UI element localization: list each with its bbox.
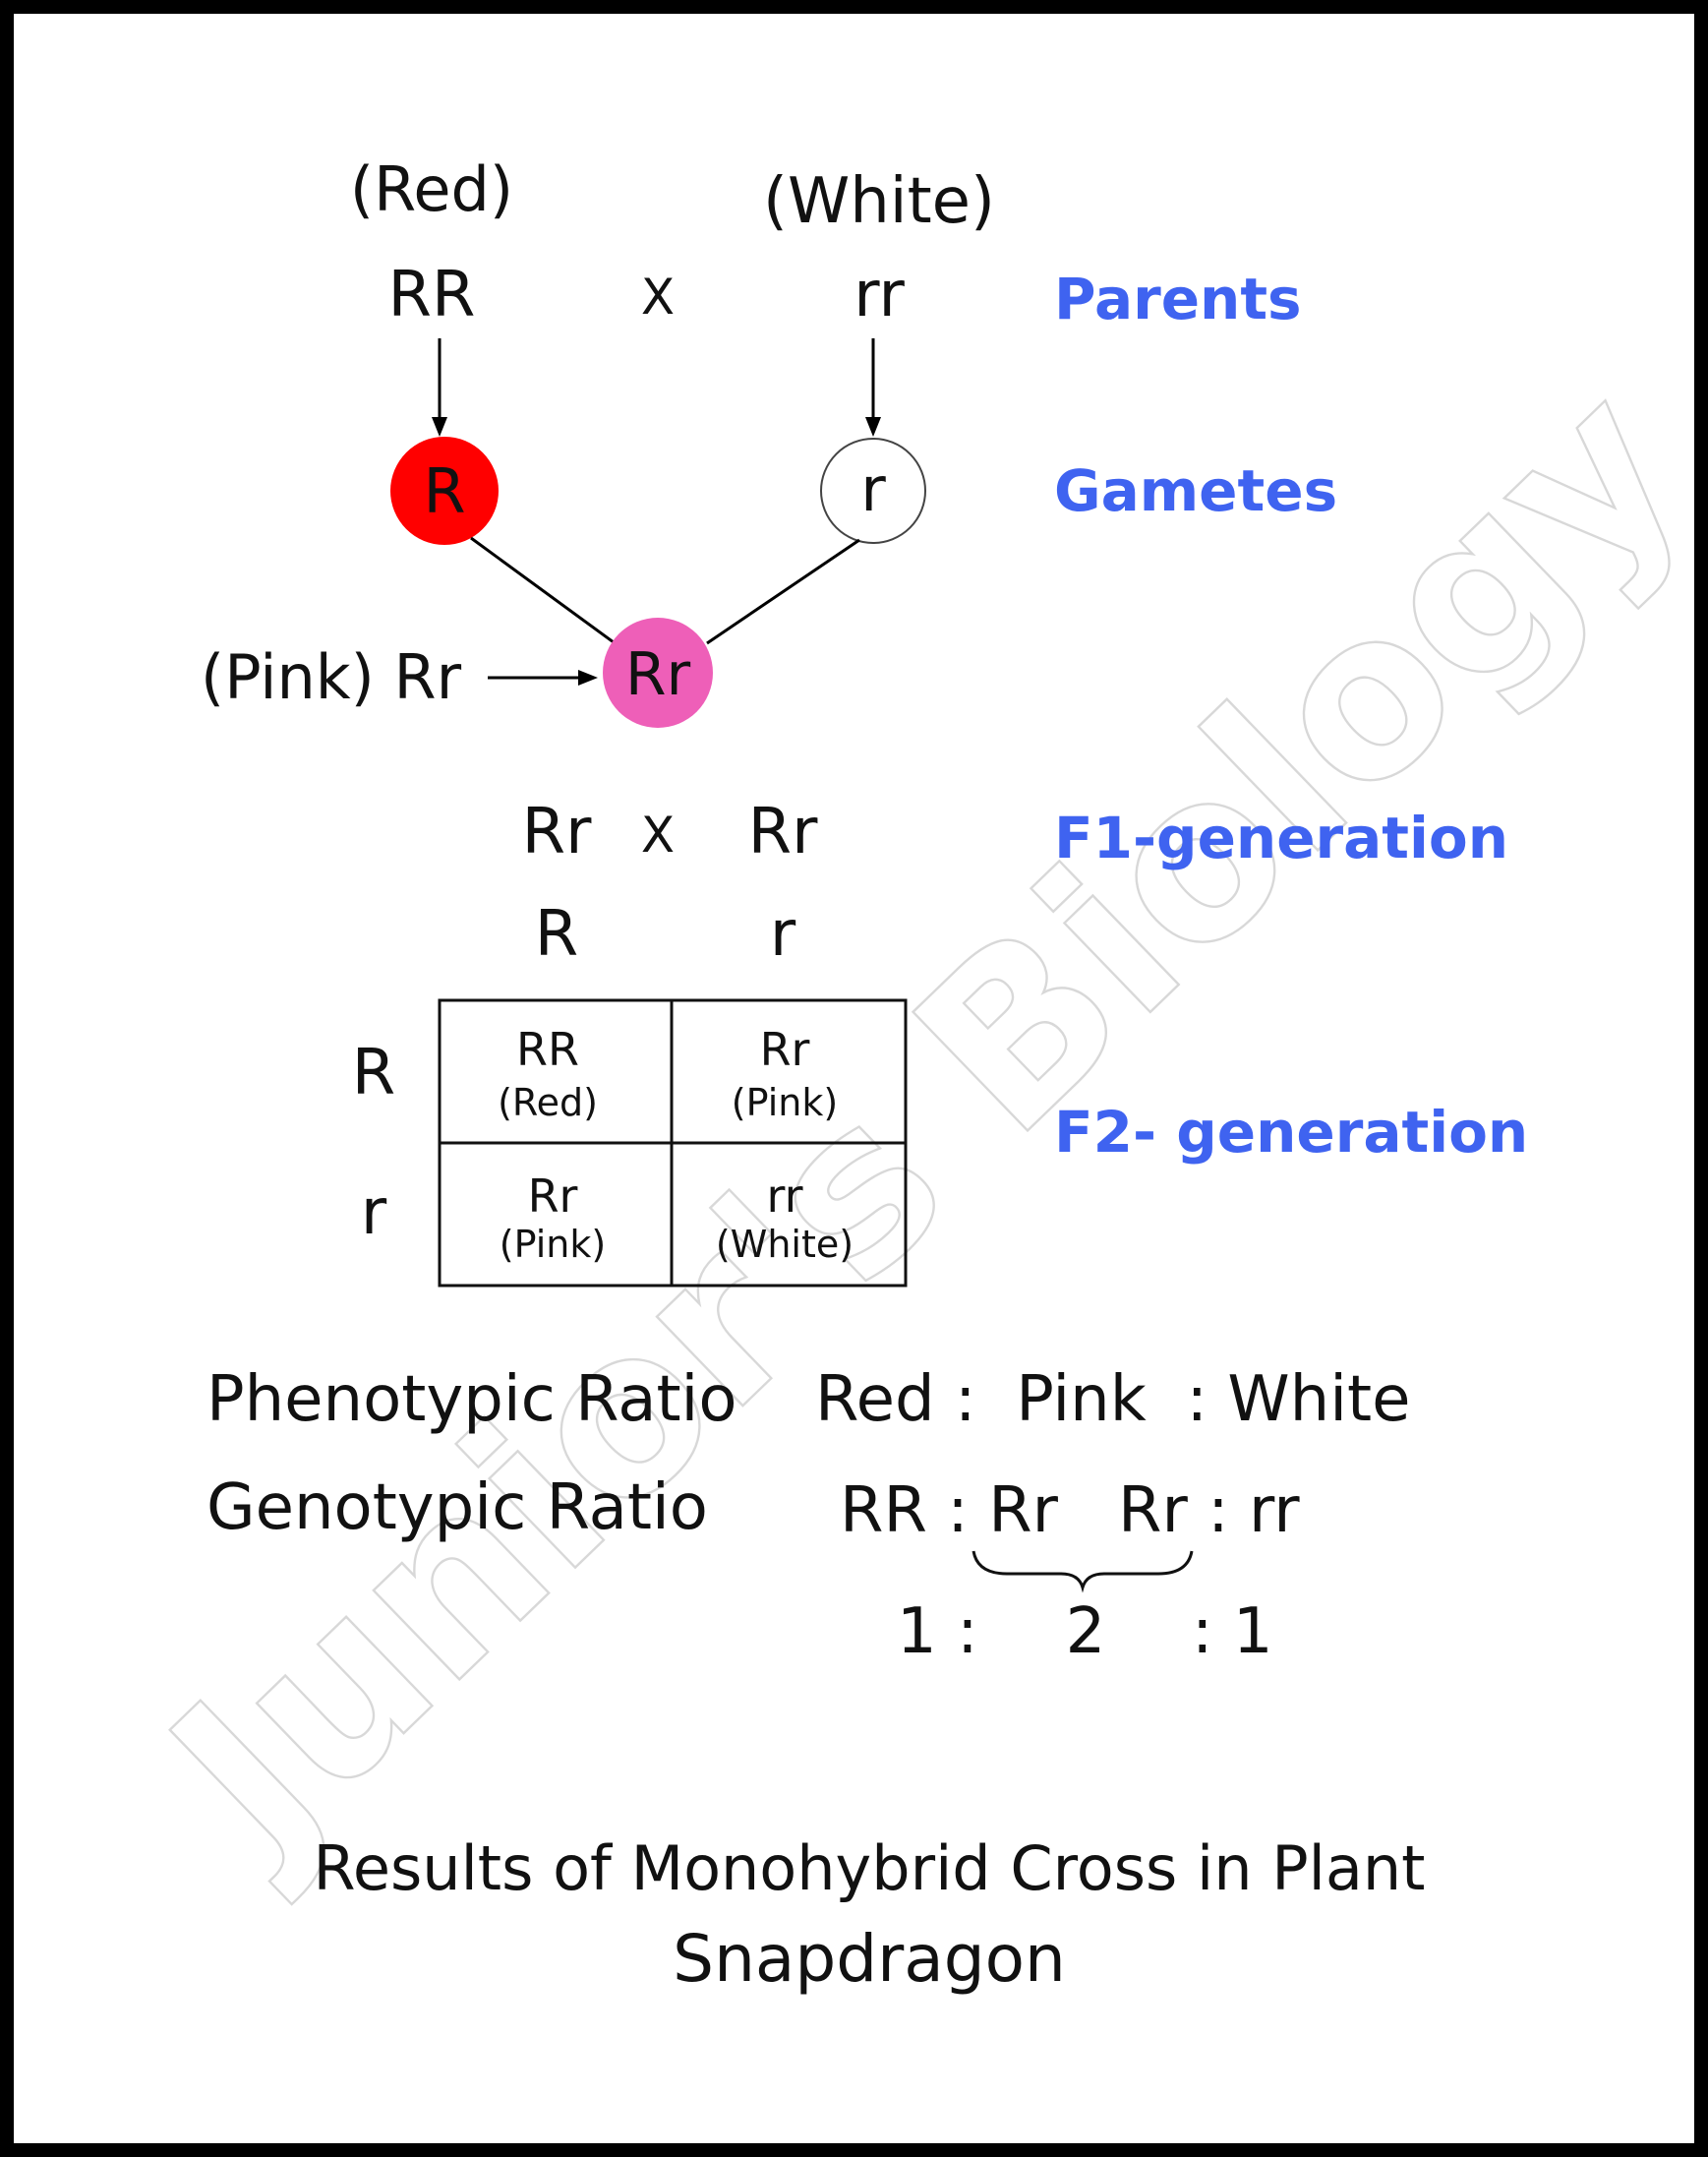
arrow-parent1-to-gamete bbox=[432, 338, 447, 437]
f1-gamete-right: r bbox=[770, 898, 796, 971]
punnett-square bbox=[438, 998, 908, 1288]
ratio-number-first: 1 : bbox=[897, 1595, 978, 1668]
f1-label: F1-generation bbox=[1054, 805, 1508, 871]
hybrid-pink-circle bbox=[603, 618, 713, 728]
line-gamete2-to-hybrid bbox=[706, 538, 860, 645]
hybrid-genotype: Rr bbox=[625, 640, 691, 709]
genotypic-ratio-label: Genotypic Ratio bbox=[206, 1471, 708, 1544]
f1-left-genotype: Rr bbox=[522, 796, 592, 869]
arrow-to-hybrid bbox=[488, 670, 598, 686]
f1-cross-symbol: X bbox=[641, 807, 675, 864]
gamete2-label: r bbox=[860, 453, 886, 525]
caption-line1: Results of Monohybrid Cross in Plant bbox=[314, 1832, 1426, 1904]
gamete-red-circle bbox=[390, 437, 499, 545]
line-gamete1-to-hybrid bbox=[470, 536, 629, 655]
parents-label: Parents bbox=[1054, 266, 1302, 332]
parent1-genotype: RR bbox=[388, 259, 476, 331]
diagram-sheet: Junior's Biology (Red) (White) RR X rr P… bbox=[14, 14, 1694, 2143]
caption-line2: Snapdragon bbox=[673, 1921, 1066, 1997]
parent-cross-symbol: X bbox=[641, 269, 675, 326]
cell-genotype-Rr-top: Rr bbox=[760, 1023, 810, 1076]
parent1-phenotype: (Red) bbox=[350, 153, 513, 225]
hybrid-phenotype-label: (Pink) Rr bbox=[201, 641, 462, 713]
cell-phenotype-pink-bottom: (Pink) bbox=[500, 1223, 606, 1266]
punnett-row-header-r: r bbox=[361, 1176, 387, 1249]
punnett-row-header-R: R bbox=[352, 1037, 395, 1109]
cell-genotype-Rr-bottom: Rr bbox=[528, 1169, 578, 1223]
phenotypic-ratio-label: Phenotypic Ratio bbox=[206, 1363, 736, 1436]
ratio-number-third: : 1 bbox=[1192, 1595, 1273, 1668]
cell-phenotype-white: (White) bbox=[716, 1223, 854, 1266]
genotypic-ratio-value: RR : Rr Rr : rr bbox=[840, 1474, 1300, 1547]
phenotypic-ratio-value: Red : Pink : White bbox=[815, 1363, 1410, 1436]
ratio-number-second: 2 bbox=[1066, 1595, 1106, 1668]
monohybrid-cross-diagram: Junior's Biology (Red) (White) RR X rr P… bbox=[114, 153, 1694, 1997]
f2-label: F2- generation bbox=[1054, 1099, 1528, 1166]
genotype-grouping-brace bbox=[972, 1550, 1194, 1593]
f1-gamete-left: R bbox=[535, 898, 578, 971]
parent2-phenotype: (White) bbox=[763, 165, 995, 238]
cell-phenotype-pink-top: (Pink) bbox=[732, 1081, 838, 1124]
gametes-label: Gametes bbox=[1054, 457, 1337, 524]
gamete-white-circle bbox=[820, 438, 926, 544]
f1-right-genotype: Rr bbox=[748, 796, 818, 869]
gamete1-label: R bbox=[423, 455, 465, 527]
cell-phenotype-red: (Red) bbox=[498, 1081, 598, 1124]
cell-genotype-rr: rr bbox=[766, 1169, 802, 1223]
cell-genotype-RR: RR bbox=[516, 1023, 579, 1076]
arrow-parent2-to-gamete bbox=[865, 338, 881, 437]
parent2-genotype: rr bbox=[854, 259, 905, 331]
